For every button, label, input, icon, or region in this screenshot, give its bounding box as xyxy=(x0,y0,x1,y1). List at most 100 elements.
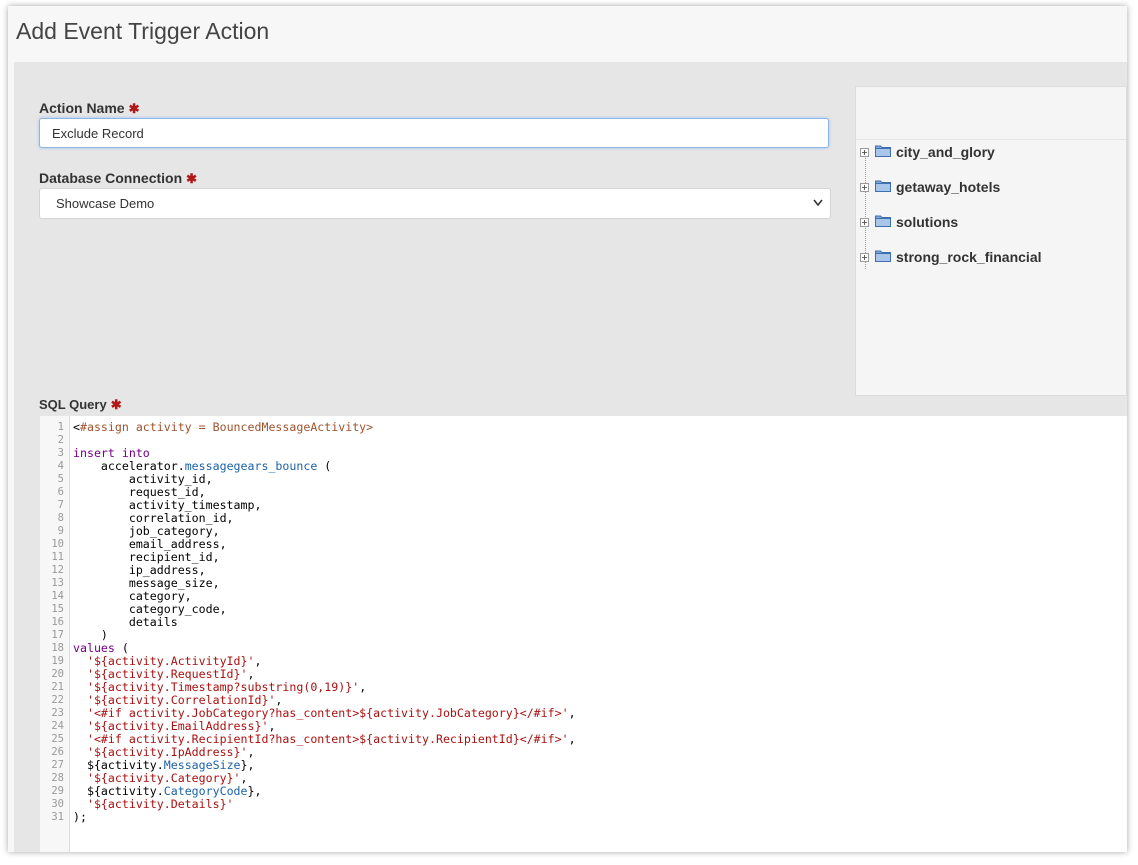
code-text: recipient_id, xyxy=(73,551,220,564)
tree-header xyxy=(856,87,1126,140)
code-line: 26 '${activity.IpAddress}', xyxy=(40,746,1127,759)
code-content[interactable]: 1<#assign activity = BouncedMessageActiv… xyxy=(40,421,1127,824)
code-token: ip_address, xyxy=(73,563,206,577)
line-number: 4 xyxy=(57,460,64,472)
expand-plus-icon[interactable]: + xyxy=(860,252,869,262)
line-number: 13 xyxy=(51,577,64,589)
line-number: 29 xyxy=(51,785,64,797)
folder-icon xyxy=(875,179,891,195)
code-token: , xyxy=(268,719,276,733)
line-number: 20 xyxy=(51,668,64,680)
db-connection-select[interactable]: Showcase Demo xyxy=(39,188,831,219)
expand-plus-icon[interactable]: + xyxy=(860,182,869,192)
code-token: accelerator. xyxy=(73,459,185,473)
code-text: ) xyxy=(73,629,108,642)
code-text: insert into xyxy=(73,447,150,460)
line-number: 26 xyxy=(51,746,64,758)
code-text: category_code, xyxy=(73,603,227,616)
code-line: 9 job_category, xyxy=(40,525,1127,538)
expand-plus-icon[interactable]: + xyxy=(860,217,869,227)
code-token: < xyxy=(73,420,80,434)
code-line: 6 request_id, xyxy=(40,486,1127,499)
sql-code-editor[interactable]: 1<#assign activity = BouncedMessageActiv… xyxy=(40,416,1127,852)
code-text: '${activity.IpAddress}', xyxy=(73,746,255,759)
code-line: 27 ${activity.MessageSize}, xyxy=(40,759,1127,772)
tree-item-label: city_and_glory xyxy=(896,144,995,160)
code-text: '${activity.CorrelationId}', xyxy=(73,694,282,707)
line-number: 8 xyxy=(57,512,64,524)
tree-item[interactable]: +solutions xyxy=(860,212,958,232)
line-number: 23 xyxy=(51,707,64,719)
code-token: ${activity. xyxy=(73,758,164,772)
code-line: 28 '${activity.Category}', xyxy=(40,772,1127,785)
code-line: 25 '<#if activity.RecipientId?has_conten… xyxy=(40,733,1127,746)
chevron-down-icon xyxy=(812,189,824,230)
code-text: '<#if activity.RecipientId?has_content>$… xyxy=(73,733,576,746)
code-token: '${activity.Timestamp?substring(0,19)}' xyxy=(73,680,360,694)
code-token: }, xyxy=(240,758,255,772)
folder-icon xyxy=(875,214,891,230)
code-token: recipient_id, xyxy=(73,550,220,564)
code-token: '<#if activity.RecipientId?has_content>$… xyxy=(73,732,569,746)
code-line: 1<#assign activity = BouncedMessageActiv… xyxy=(40,421,1127,434)
folder-icon xyxy=(875,144,891,160)
line-number-gutter xyxy=(40,416,70,852)
code-token: , xyxy=(247,745,255,759)
code-line: 15 category_code, xyxy=(40,603,1127,616)
code-line: 22 '${activity.CorrelationId}', xyxy=(40,694,1127,707)
expand-plus-icon[interactable]: + xyxy=(860,147,869,157)
code-text: request_id, xyxy=(73,486,206,499)
action-name-label: Action Name✱ xyxy=(39,100,139,117)
line-number: 1 xyxy=(57,421,64,433)
code-line: 10 email_address, xyxy=(40,538,1127,551)
line-number: 11 xyxy=(51,551,64,563)
code-token: '${activity.CorrelationId}' xyxy=(73,693,276,707)
code-line: 8 correlation_id, xyxy=(40,512,1127,525)
code-text: ${activity.CategoryCode}, xyxy=(73,784,262,798)
code-token: ( xyxy=(114,641,129,655)
code-token: , xyxy=(254,654,262,668)
code-text: '<#if activity.JobCategory?has_content>$… xyxy=(73,707,576,720)
code-text: ); xyxy=(73,811,87,824)
tree-connector xyxy=(865,149,866,269)
code-token: , xyxy=(568,732,576,746)
code-token: , xyxy=(568,706,576,720)
line-number: 7 xyxy=(57,499,64,511)
code-token: '${activity.ActivityId}' xyxy=(73,654,255,668)
action-name-label-text: Action Name xyxy=(39,100,125,116)
folder-icon xyxy=(875,249,891,265)
code-token: , xyxy=(275,693,283,707)
tree-item[interactable]: + city_and_glory xyxy=(860,142,995,162)
code-text: job_category, xyxy=(73,525,220,538)
tree-item[interactable]: +strong_rock_financial xyxy=(860,247,1042,267)
code-text: details xyxy=(73,616,178,629)
code-line: 31); xyxy=(40,811,1127,824)
code-token: category_code, xyxy=(73,602,227,616)
tree-item[interactable]: +getaway_hotels xyxy=(860,177,1000,197)
code-line: 14 category, xyxy=(40,590,1127,603)
line-number: 31 xyxy=(51,811,64,823)
code-line: 5 activity_id, xyxy=(40,473,1127,486)
code-text: '${activity.EmailAddress}', xyxy=(73,720,275,733)
code-token: ${activity. xyxy=(73,784,164,798)
code-line: 16 details xyxy=(40,616,1127,629)
code-line: 24 '${activity.EmailAddress}', xyxy=(40,720,1127,733)
code-text: activity_timestamp, xyxy=(73,499,262,512)
action-name-input[interactable]: Exclude Record xyxy=(39,118,829,148)
code-text: '${activity.Category}', xyxy=(73,772,248,785)
sql-query-label: SQL Query✱ xyxy=(39,397,122,413)
code-line: 11 recipient_id, xyxy=(40,551,1127,564)
line-number: 5 xyxy=(57,473,64,485)
code-line: 19 '${activity.ActivityId}', xyxy=(40,655,1127,668)
dialog-window: Add Event Trigger Action Action Name✱ Ex… xyxy=(8,6,1127,852)
code-text: '${activity.Details}' xyxy=(73,798,234,811)
line-number: 12 xyxy=(51,564,64,576)
code-token: }, xyxy=(247,784,262,798)
code-token: ); xyxy=(73,810,87,824)
code-token: MessageSize xyxy=(163,758,241,772)
sql-query-label-text: SQL Query xyxy=(39,397,107,412)
line-number: 6 xyxy=(57,486,64,498)
line-number: 2 xyxy=(57,434,64,446)
code-token: '${activity.EmailAddress}' xyxy=(73,719,269,733)
